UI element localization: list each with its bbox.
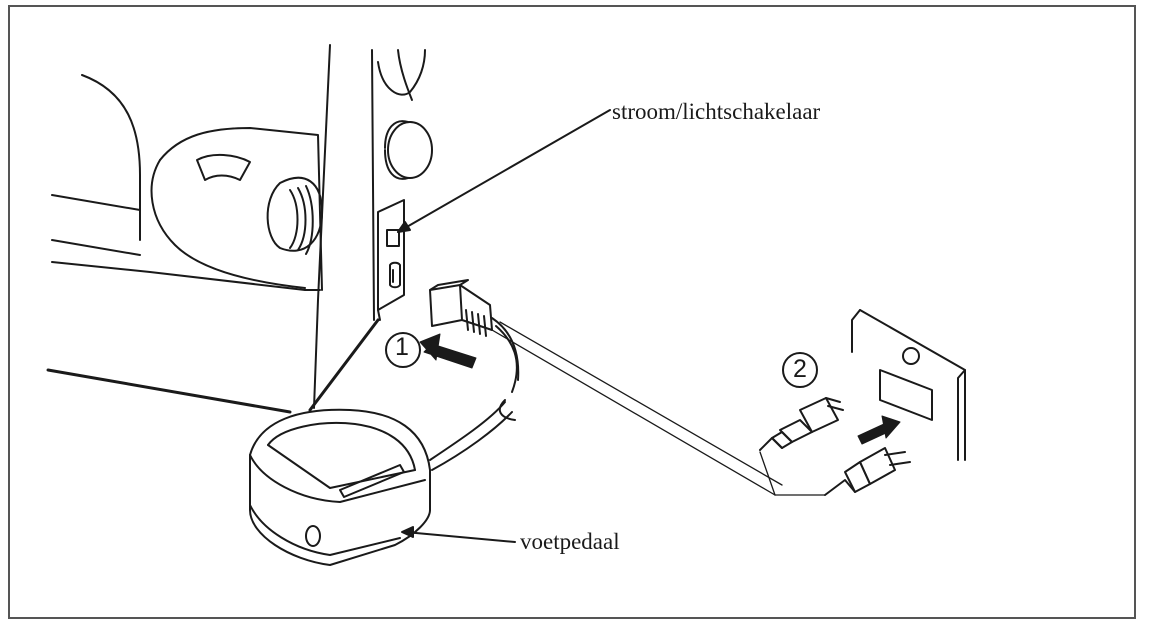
power-light-switch-label: stroom/lichtschakelaar <box>612 99 821 124</box>
pedal-pointer <box>401 526 516 543</box>
wall-plug-flat <box>759 397 844 451</box>
foot-pedal <box>249 401 513 566</box>
step-1-circle <box>385 332 421 368</box>
wall-outlet <box>851 309 966 461</box>
machine-cable <box>46 318 380 414</box>
machine-plug <box>429 279 520 421</box>
sewing-machine <box>51 44 433 409</box>
step-2-arrow <box>857 415 901 445</box>
wall-plug-round <box>824 447 911 496</box>
step-1-arrow <box>419 333 477 369</box>
step-1-number: 1 <box>395 333 409 361</box>
foot-pedal-label: voetpedaal <box>520 529 620 554</box>
step-2-circle <box>782 352 818 388</box>
power-cord <box>491 321 826 496</box>
step-2-number: 2 <box>793 355 807 383</box>
switch-pointer <box>397 109 611 233</box>
diagram-frame <box>8 5 1136 619</box>
